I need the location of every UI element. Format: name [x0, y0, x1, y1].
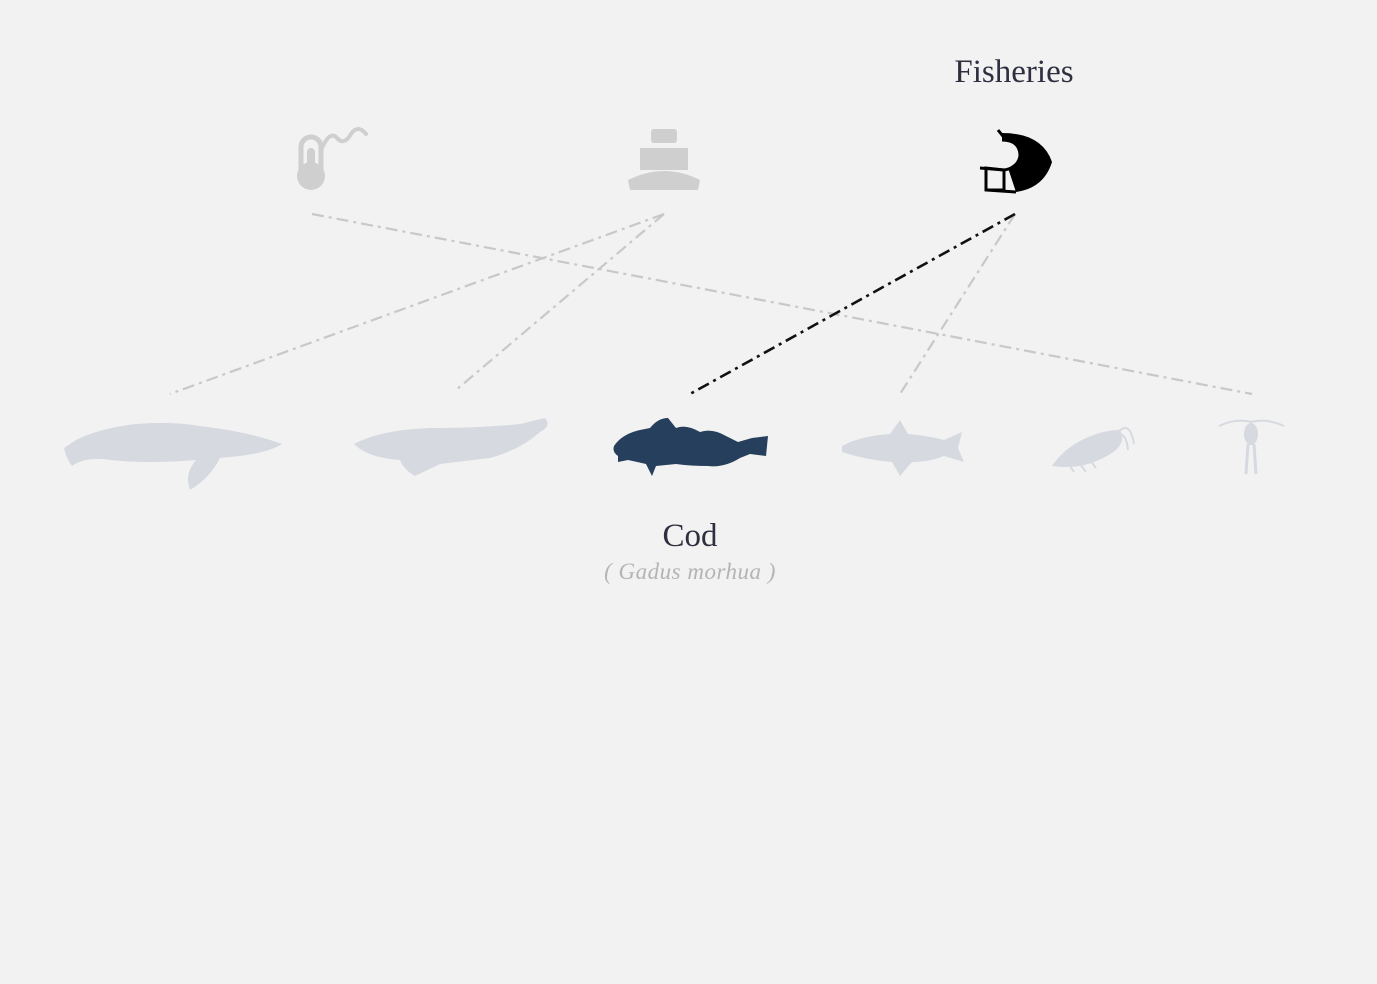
copepod-icon[interactable] [1218, 419, 1285, 475]
link-fisheries-capelin [899, 213, 1016, 395]
capelin-icon[interactable] [842, 420, 964, 476]
species-scientific-name: ( Gadus morhua ) [604, 559, 776, 584]
link-temperature-copepod [311, 212, 1253, 396]
species-common-name: Cod [662, 518, 718, 554]
cod-icon[interactable] [613, 418, 769, 476]
link-fisheries-cod [689, 212, 1016, 396]
right-whale-icon[interactable] [354, 418, 548, 476]
link-shipping-right-whale [455, 213, 665, 391]
krill-icon[interactable] [1052, 427, 1135, 473]
humpback-whale-icon[interactable] [64, 422, 282, 490]
ship-icon[interactable] [628, 129, 700, 190]
pressure-label: Fisheries [954, 54, 1074, 90]
link-shipping-humpback-whale [169, 212, 665, 396]
thermometer-icon[interactable] [297, 127, 368, 190]
fishing-net-icon[interactable] [979, 129, 1052, 194]
